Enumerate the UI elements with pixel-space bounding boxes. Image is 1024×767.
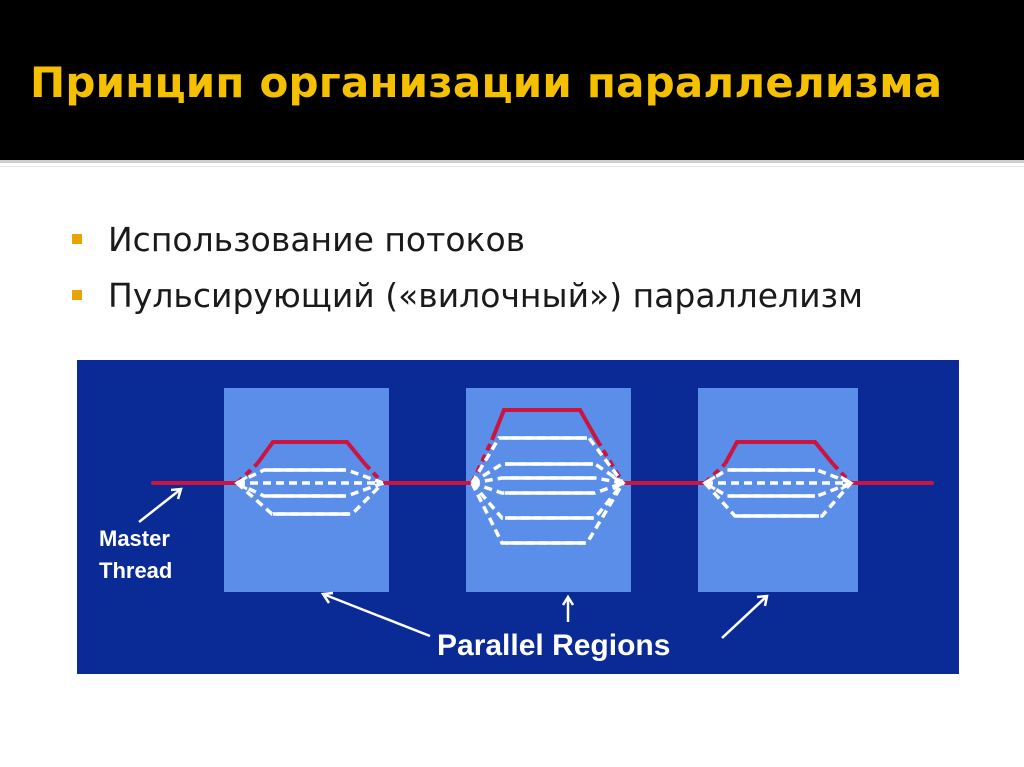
region-2-threads xyxy=(470,408,626,545)
parallel-regions-label: Parallel Regions xyxy=(437,629,670,662)
bullet-text: Использование потоков xyxy=(108,220,526,259)
bullet-text: Пульсирующий («вилочный») параллелизм xyxy=(108,276,864,315)
parallel-regions-arrows xyxy=(320,591,769,639)
title-bar: Принцип организации параллелизма xyxy=(0,0,1024,160)
bullet-square-icon xyxy=(72,290,82,300)
bullet-square-icon xyxy=(72,234,82,244)
fork-join-diagram: Master Thread Parallel Regions xyxy=(77,360,959,674)
bullet-item: Пульсирующий («вилочный») параллелизм xyxy=(72,270,863,326)
master-thread-arrow xyxy=(138,487,183,523)
region-1-threads xyxy=(234,440,385,516)
slide-title: Принцип организации параллелизма xyxy=(30,58,943,107)
region-3-threads xyxy=(702,440,854,518)
title-divider-thin xyxy=(0,166,1024,167)
title-divider xyxy=(0,160,1024,163)
bullet-list: Использование потоков Пульсирующий («вил… xyxy=(72,214,863,326)
master-thread-label-line1: Master xyxy=(99,526,170,551)
bullet-item: Использование потоков xyxy=(72,214,863,270)
master-thread-label-line2: Thread xyxy=(99,558,172,583)
